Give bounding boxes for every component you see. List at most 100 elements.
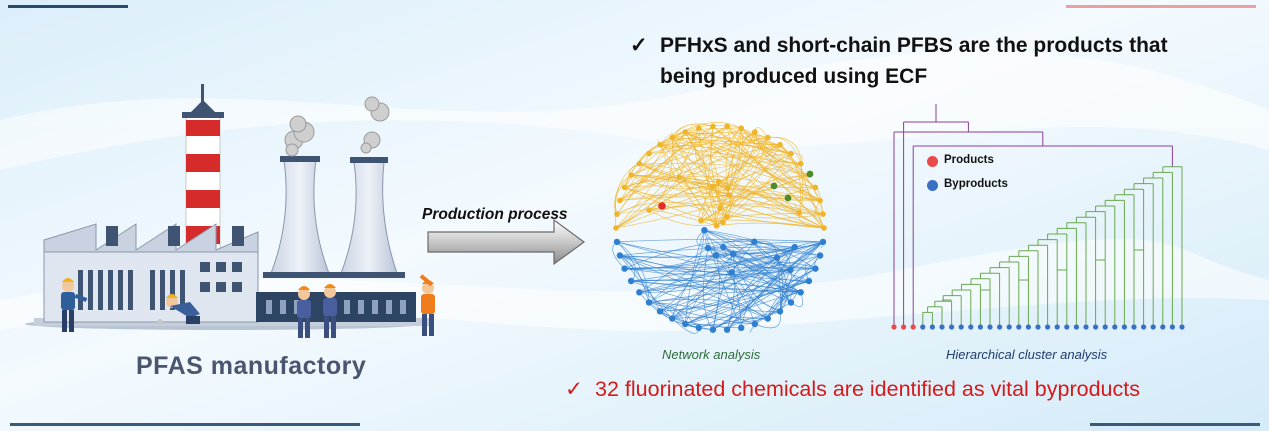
network-node <box>636 289 643 296</box>
network-node <box>764 315 771 322</box>
legend-label-byproducts: Byproducts <box>944 178 1008 190</box>
network-edge <box>716 153 792 226</box>
network-node <box>616 252 624 259</box>
network-edge <box>619 255 809 282</box>
network-edge <box>649 209 717 227</box>
dendrogram-leaf <box>1016 324 1022 330</box>
network-edge <box>631 279 801 293</box>
network-node <box>709 326 717 333</box>
network-node <box>787 266 794 273</box>
dendrogram-leaf <box>968 324 974 330</box>
network-node <box>821 225 827 231</box>
frame-top-left <box>8 5 128 8</box>
network-node <box>669 134 675 141</box>
network-node-product <box>658 202 666 210</box>
network-node <box>646 207 652 213</box>
network-edge <box>624 268 791 276</box>
dendrogram-leaf <box>1035 324 1041 330</box>
network-node <box>613 225 619 231</box>
network-node <box>724 185 731 191</box>
network-node <box>806 170 814 178</box>
network-edge <box>616 241 650 303</box>
network-node <box>704 244 712 252</box>
network-nodes <box>613 123 827 333</box>
dendrogram-leaf <box>1112 324 1118 330</box>
network-edge <box>619 246 795 258</box>
network-node <box>777 141 783 148</box>
network-edge <box>672 122 742 138</box>
dendrogram-leaves <box>891 324 1185 330</box>
network-edge <box>740 127 781 148</box>
network-edge <box>704 229 821 256</box>
production-process-arrow <box>427 218 586 266</box>
network-node <box>788 150 794 157</box>
dendrogram-leaf <box>920 324 926 330</box>
dendrogram-leaf <box>1131 324 1137 330</box>
byproducts-statement: ✓32 fluorinated chemicals are identified… <box>565 377 1140 402</box>
network-edge <box>754 311 782 329</box>
network-edge <box>619 125 728 201</box>
network-edge <box>698 127 792 154</box>
network-edge <box>624 131 755 188</box>
dendrogram-leaf <box>1169 324 1175 330</box>
network-node <box>709 183 716 190</box>
network-node <box>676 174 683 181</box>
checkmark-icon: ✓ <box>565 377 584 401</box>
network-node <box>770 182 778 190</box>
network-node <box>613 238 621 246</box>
dendrogram-leaf <box>1064 324 1070 330</box>
network-node <box>751 320 758 328</box>
dendrogram-leaf <box>1093 324 1099 330</box>
network-edge <box>624 127 700 188</box>
network-edge <box>698 291 801 329</box>
frame-bottom-right <box>1090 423 1260 426</box>
dendrogram-leaf <box>901 324 907 330</box>
factory-illustration <box>25 84 435 338</box>
network-node <box>695 324 702 331</box>
smoke-cloud-right <box>360 96 390 154</box>
network-edge <box>624 187 724 223</box>
network-edge <box>729 194 825 229</box>
network-edge <box>639 163 800 214</box>
network-graph <box>612 122 827 334</box>
network-edge <box>740 246 795 328</box>
smoke-cloud-left <box>284 115 315 157</box>
network-edge <box>639 163 730 196</box>
network-edge <box>700 213 824 222</box>
network-node <box>787 299 795 306</box>
network-edge <box>671 257 778 319</box>
network-node <box>621 265 628 272</box>
network-edge <box>616 204 800 215</box>
network-edge <box>659 144 717 227</box>
network-node <box>812 184 819 191</box>
network-edge <box>672 137 821 201</box>
network-edge <box>639 268 816 293</box>
cluster-analysis-caption: Hierarchical cluster analysis <box>946 347 1108 362</box>
frame-bottom-left <box>10 423 360 426</box>
dendrogram-leaf <box>939 324 945 330</box>
network-edge <box>726 246 796 330</box>
factory-label: PFAS manufactory <box>136 352 367 380</box>
network-node <box>617 197 623 204</box>
network-node <box>724 213 730 220</box>
network-edge <box>624 257 778 269</box>
network-edge <box>727 131 755 189</box>
network-edge <box>698 127 825 229</box>
network-node <box>614 211 620 217</box>
network-edge <box>615 144 781 229</box>
network-edge <box>727 128 743 189</box>
dendrogram-leaf <box>1160 324 1166 330</box>
network-edge <box>619 255 768 319</box>
network-node <box>784 194 792 202</box>
dendrogram-leaf <box>1102 324 1108 330</box>
dendrogram-leaf <box>997 324 1003 330</box>
network-edge <box>672 280 809 319</box>
network-node <box>717 205 723 212</box>
network-edge <box>684 230 705 325</box>
network-node <box>682 320 689 328</box>
network-edge <box>671 253 734 319</box>
network-node <box>738 324 745 331</box>
network-node <box>797 160 804 167</box>
worker-figure-left <box>61 278 88 332</box>
dendrogram-leaf <box>1073 324 1079 330</box>
